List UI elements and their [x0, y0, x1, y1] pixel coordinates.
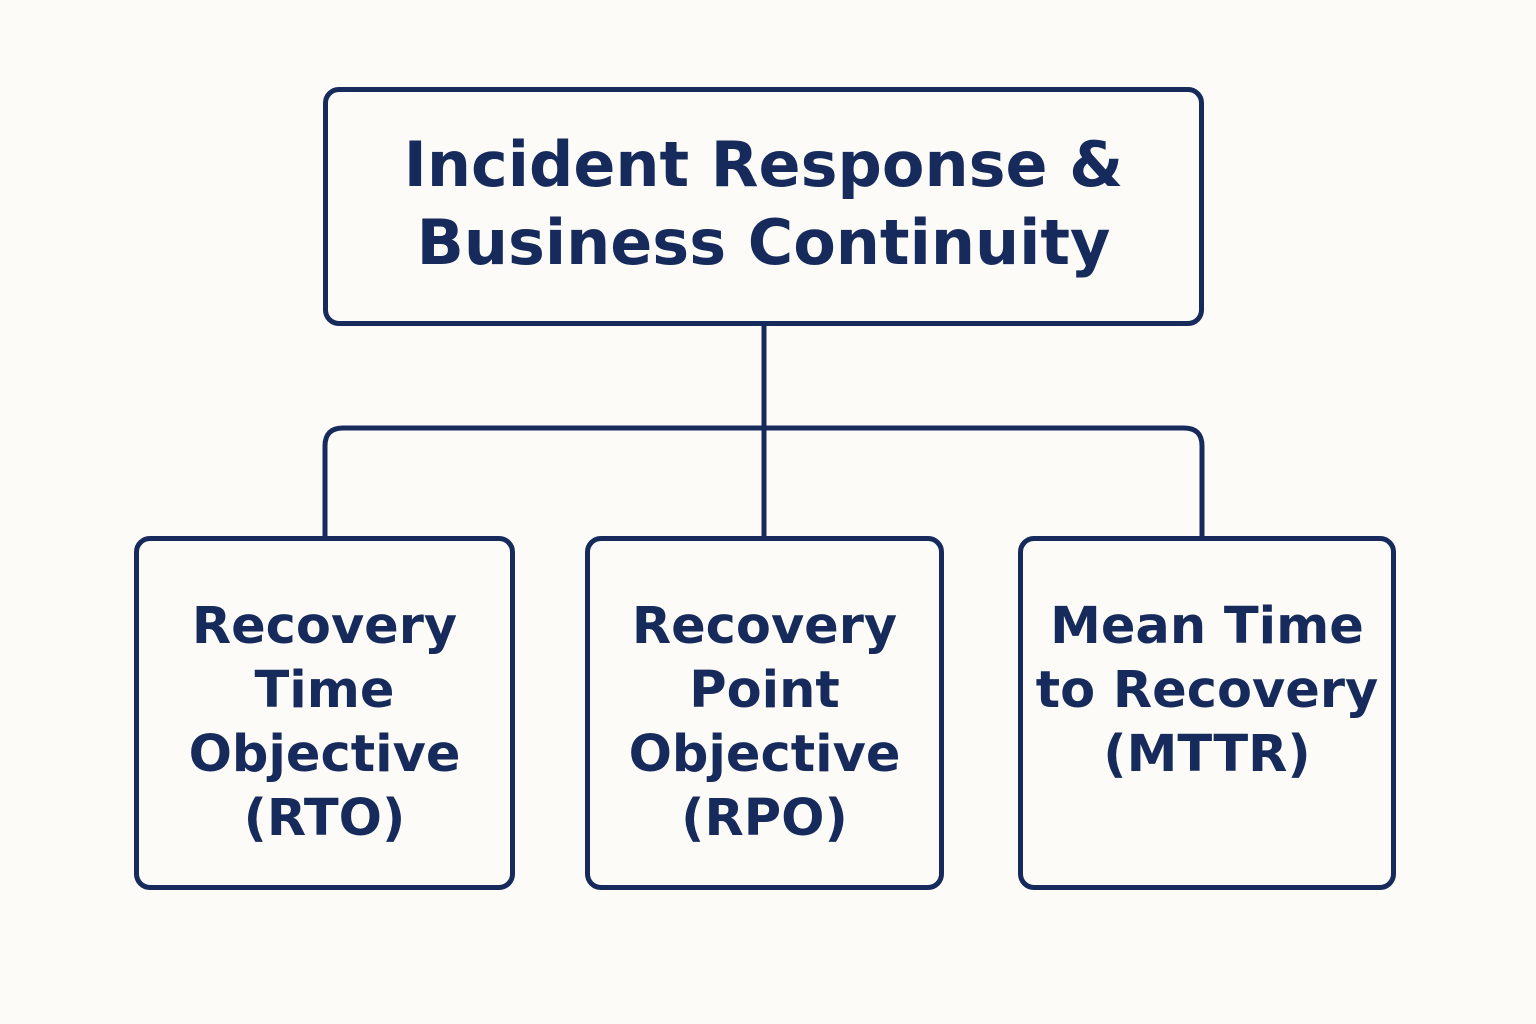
branch-bracket-line: [322, 425, 1205, 541]
rpo-label-line-2: Point: [689, 661, 840, 720]
root-label-line-2: Business Continuity: [416, 205, 1111, 279]
rpo-label: Recovery Point Objective (RPO): [629, 595, 901, 851]
rpo-label-line-3: Objective: [628, 725, 901, 784]
child-node-rto: Recovery Time Objective (RTO): [134, 536, 515, 890]
rto-label-line-3: Objective: [188, 725, 461, 784]
rto-label: Recovery Time Objective (RTO): [189, 595, 461, 851]
child-node-rpo: Recovery Point Objective (RPO): [585, 536, 944, 890]
rpo-label-line-4: (RPO): [681, 789, 848, 848]
rto-label-line-2: Time: [254, 661, 395, 720]
root-label-line-1: Incident Response &: [403, 127, 1124, 201]
root-node-label: Incident Response & Business Continuity: [404, 126, 1123, 288]
root-node-incident-response: Incident Response & Business Continuity: [323, 87, 1204, 326]
rpo-label-line-1: Recovery: [631, 597, 898, 656]
mttr-label-line-1: Mean Time: [1050, 597, 1364, 656]
rto-label-line-4: (RTO): [243, 789, 406, 848]
mttr-label-line-3: (MTTR): [1103, 725, 1311, 784]
mttr-label: Mean Time to Recovery (MTTR): [1036, 595, 1379, 787]
child-node-mttr: Mean Time to Recovery (MTTR): [1018, 536, 1396, 890]
rto-label-line-1: Recovery: [191, 597, 458, 656]
mttr-label-line-2: to Recovery: [1035, 661, 1379, 720]
